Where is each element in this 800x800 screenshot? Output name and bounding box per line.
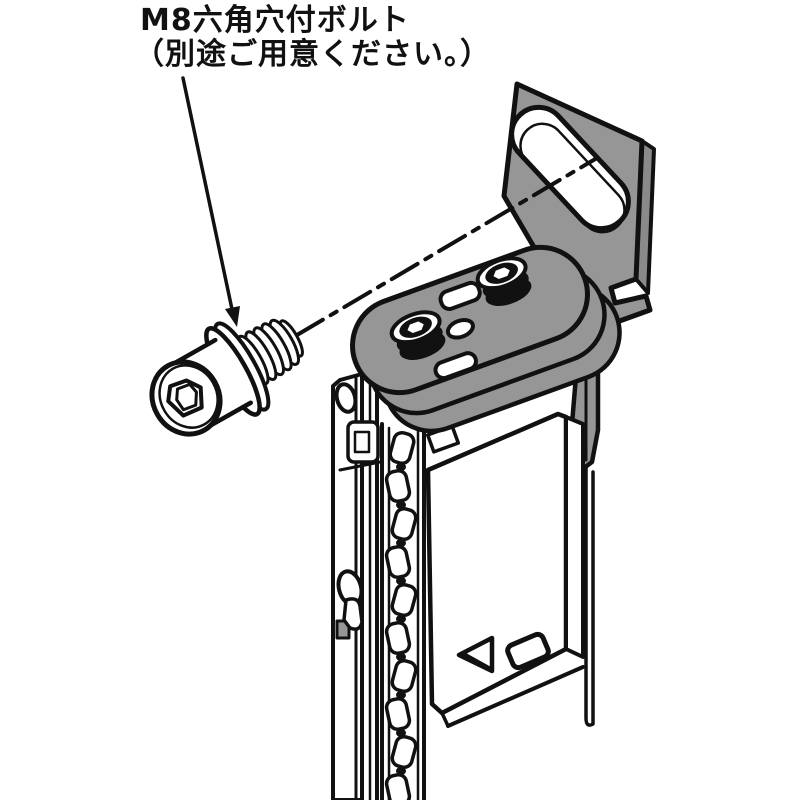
panel-side	[564, 415, 585, 659]
assembly-centerline	[295, 156, 599, 337]
chain-track	[380, 408, 426, 800]
bracket-leg-edge	[584, 466, 595, 727]
rail-latch	[342, 597, 364, 631]
annotation-label: M8六角穴付ボルト （別途ご用意ください。）	[134, 3, 491, 72]
rect-hole	[505, 631, 551, 671]
socket-screw-right	[475, 256, 532, 306]
panel-face	[425, 411, 569, 716]
annotation-line1: M8六角穴付ボルト	[140, 3, 410, 38]
rail-hole-top	[334, 382, 358, 414]
triangle-hole	[456, 635, 495, 674]
arrowhead	[225, 306, 240, 327]
bolt-hex-socket	[166, 378, 204, 418]
plate-slot-lower	[433, 351, 478, 381]
m8-bolt	[149, 318, 304, 437]
socket-screw-left	[389, 310, 446, 360]
annotation-line2: （別途ご用意ください。）	[134, 37, 491, 72]
plate-hole-center	[445, 318, 475, 340]
chain-links	[384, 430, 418, 800]
plate-slot-upper	[438, 280, 482, 311]
front-panel	[425, 411, 595, 728]
switch-body	[331, 372, 595, 800]
leader-arrow	[181, 76, 240, 327]
